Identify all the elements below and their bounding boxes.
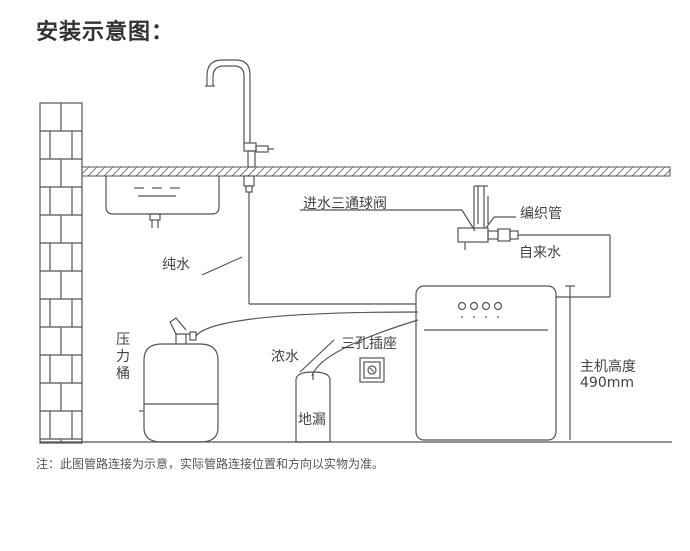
countertop [81,166,671,177]
socket-icon [359,357,385,383]
disclaimer-note: 注：此图管路连接为示意，实际管路连接位置和方向以实物为准。 [36,457,385,471]
braided-hose-label: 编织管 [520,206,562,222]
tap-water-label: 自来水 [519,245,561,261]
host-height-label: 主机高度 [580,359,636,375]
floor-drain [295,319,419,443]
host-height-marker [565,285,575,440]
inlet-valve-label: 进水三通球阀 [303,196,387,212]
brick-wall [39,102,83,444]
sink [105,176,220,228]
pressure-tank [139,311,419,443]
socket-label: 三孔插座 [341,336,397,352]
inlet-valve-assembly [300,185,611,298]
pure-water-pipe [201,192,416,305]
tank-label: 压力桶 [116,332,130,382]
page-title: 安装示意图： [36,20,175,45]
pure-water-label: 纯水 [162,257,190,273]
host-height-value: 490mm [580,375,634,391]
concentrate-label: 浓水 [271,349,299,365]
purifier-host [415,285,557,441]
pure-water-faucet [205,59,274,193]
drain-label: 地漏 [298,412,326,428]
